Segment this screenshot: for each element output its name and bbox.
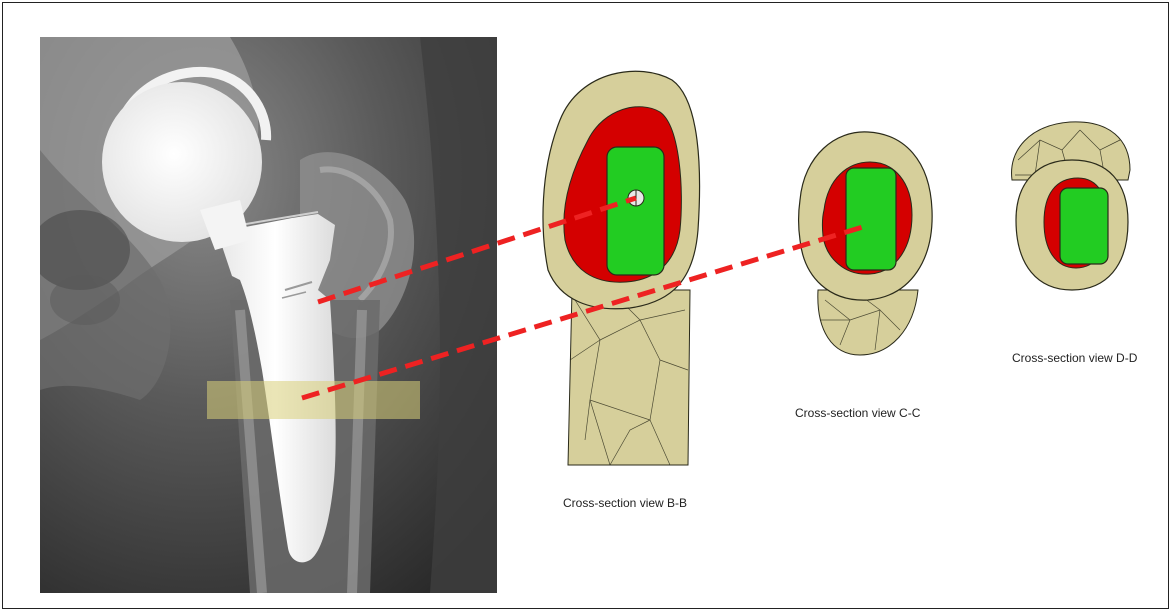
hip-xray-image <box>30 37 497 593</box>
caption-section-d: Cross-section view D-D <box>1012 351 1137 365</box>
femur-cross-section-d <box>1012 122 1130 290</box>
caption-section-c: Cross-section view C-C <box>795 406 920 420</box>
femur-cross-section-b <box>543 71 700 465</box>
caption-section-b: Cross-section view B-B <box>563 496 687 510</box>
femur-cross-section-c <box>799 132 933 355</box>
